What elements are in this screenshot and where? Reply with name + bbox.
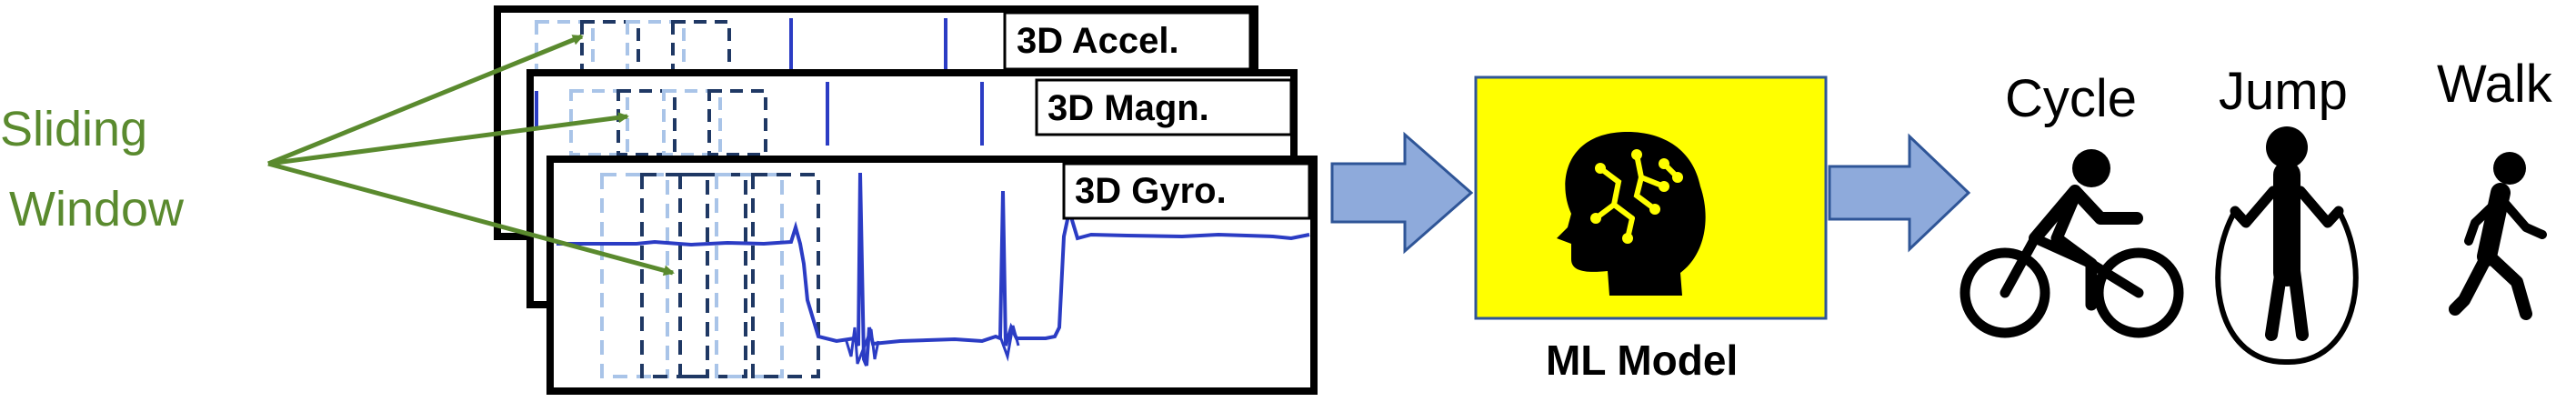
activity-label-jump: Jump <box>2219 62 2348 121</box>
accel-label-box <box>1003 11 1252 71</box>
gyro-signal-trace-noise <box>844 325 1020 365</box>
magn-windows <box>569 89 767 156</box>
magn-label-box <box>1035 78 1293 136</box>
gyro-signal-trace <box>556 172 1310 367</box>
pointer-to-magn <box>267 112 629 166</box>
accel-label: 3D Accel. <box>1017 21 1179 61</box>
arrow-sensors-to-model <box>1330 131 1474 255</box>
magn-signal-spikes <box>535 82 984 146</box>
activity-label-cycle: Cycle <box>2005 69 2137 128</box>
gyro-label: 3D Gyro. <box>1075 171 1227 211</box>
ml-model-block: ML Model <box>1474 75 1828 384</box>
ai-brain-head-icon <box>1557 132 1706 296</box>
arrow-model-to-activities <box>1828 133 1971 253</box>
jump-rope-icon <box>2215 126 2359 366</box>
magn-label: 3D Magn. <box>1047 88 1209 128</box>
sliding-window-pointers <box>267 34 675 276</box>
sliding-window-label-line1: Sliding <box>0 102 147 156</box>
ml-model-label: ML Model <box>1546 337 1738 384</box>
gyro-label-box <box>1062 162 1311 220</box>
pointer-to-gyro <box>267 161 675 276</box>
accel-windows <box>535 20 731 78</box>
walker-icon <box>2449 152 2547 320</box>
pointer-to-accel <box>267 34 584 166</box>
sensor-panel-gyro: 3D Gyro. <box>546 156 1318 395</box>
sliding-window-label-line2: Window <box>9 182 185 236</box>
accel-signal-spikes <box>789 18 947 71</box>
activity-label-walk: Walk <box>2437 55 2553 114</box>
cyclist-icon <box>1960 149 2184 338</box>
